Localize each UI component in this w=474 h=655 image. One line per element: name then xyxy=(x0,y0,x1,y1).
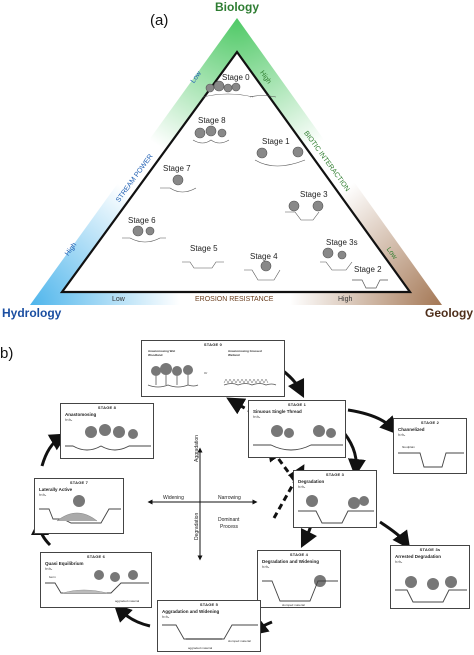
stage-4-title: STAGE 4 xyxy=(289,552,309,557)
stage-3-sketch xyxy=(285,200,324,221)
stage-0-title: STAGE 0 xyxy=(203,342,223,347)
stage-7-title: STAGE 7 xyxy=(69,480,89,485)
triangle-diagram xyxy=(30,18,442,305)
stage-5-note: slumped material xyxy=(228,639,251,643)
stage-2-sketch-b xyxy=(398,452,464,468)
stage-4-sub: h>hₒ xyxy=(262,565,270,569)
bottom-edge-high: High xyxy=(338,296,353,303)
stage-0-left-label: Anastomosing Wet Woodland xyxy=(148,349,176,357)
stage-6-sub: h<hₒ xyxy=(45,567,53,571)
stage-7-sketch xyxy=(160,174,197,193)
stage-5-sketch-b xyxy=(162,624,258,640)
stage-4-box: STAGE 4 Degradation and Widening h>hₒ sl… xyxy=(257,550,341,608)
stage-5-sketch xyxy=(182,261,224,269)
stage-7-sub: h<hₒ xyxy=(39,493,47,497)
stage-3s-sub: h>hₒ xyxy=(395,560,403,564)
stage-4-sketch xyxy=(244,260,281,281)
stage-7-box: STAGE 7 Laterally Active h<hₒ xyxy=(34,478,124,534)
stage-1-title: STAGE 1 xyxy=(287,402,307,407)
stage-3-title: STAGE 3 xyxy=(325,472,345,477)
stage-4-sketch-b xyxy=(262,575,338,602)
center-widening: Widening xyxy=(163,495,184,501)
stage-0-box: STAGE 0 Anastomosing Wet Woodland Or Ana… xyxy=(141,340,285,397)
stage-2-label: Stage 2 xyxy=(354,265,382,274)
stage-3s-name: Arrested Degradation xyxy=(395,554,442,559)
stage-5-label: Stage 5 xyxy=(190,244,218,253)
bottom-edge-title: EROSION RESISTANCE xyxy=(195,296,274,303)
stage-6-sketch xyxy=(122,225,166,243)
stage-5-title: STAGE 5 xyxy=(199,602,219,607)
stage-3-sketch-b xyxy=(298,495,374,524)
stage-5-sub: h≈hₒ xyxy=(162,615,170,619)
stage-2-sub: h>hₒ xyxy=(398,433,406,437)
stage-2-name: Channelized xyxy=(398,427,425,432)
stage-3-label: Stage 3 xyxy=(300,190,328,199)
stage-5-note2: aggraded material xyxy=(188,646,213,650)
stage-6-name: Quasi Equilibrium xyxy=(45,561,84,566)
stage-3s-sketch-b xyxy=(395,576,467,603)
center-process: Process xyxy=(220,524,239,530)
stage-8-box: STAGE 8 Anastomosing h<hₒ xyxy=(60,403,154,459)
corner-geology: Geology xyxy=(425,306,474,320)
stage-6-box: STAGE 6 Quasi Equilibrium h<hₒ berm aggr… xyxy=(40,552,152,608)
stage-6-title: STAGE 6 xyxy=(86,554,106,559)
stage-0-label: Stage 0 xyxy=(222,73,250,82)
stage-6-note: berm xyxy=(49,575,56,579)
stage-2-box: STAGE 2 Channelized h>hₒ floodplain xyxy=(393,418,467,474)
stage-3s-box: STAGE 3s Arrested Degradation h>hₒ xyxy=(390,545,470,609)
stage-4-note: slumped material xyxy=(282,603,305,607)
stage-3-sub: h>hₒ xyxy=(298,485,306,489)
stage-6-label: Stage 6 xyxy=(128,216,156,225)
stage-7-name: Laterally Active xyxy=(39,487,73,492)
stage-8-title: STAGE 8 xyxy=(97,405,117,410)
stage-4-name: Degradation and Widening xyxy=(262,559,319,564)
stage-2-note: floodplain xyxy=(402,445,415,449)
center-dominant: Dominant xyxy=(218,517,240,523)
stage-3s-sketch xyxy=(320,247,353,271)
stage-3s-label: Stage 3s xyxy=(326,238,358,247)
stage-1-sketch-b xyxy=(253,425,343,451)
center-narrowing: Narrowing xyxy=(218,495,241,501)
center-degradation: Degradation xyxy=(194,512,200,540)
panel-a-label: (a) xyxy=(150,12,169,29)
stage-2-title: STAGE 2 xyxy=(420,420,440,425)
stage-1-sub: h<hₒ xyxy=(253,415,261,419)
stage-0-sketch xyxy=(202,80,277,98)
stage-3-name: Degradation xyxy=(298,479,325,484)
center-aggradation: Aggradation xyxy=(194,435,200,462)
stage-8-sketch xyxy=(192,125,230,144)
stage-8-sketch-b xyxy=(65,424,151,451)
bottom-edge-low: Low xyxy=(112,296,125,303)
corner-hydrology: Hydrology xyxy=(2,306,62,320)
stage-0-or: Or xyxy=(204,371,208,375)
stage-6-sketch-b xyxy=(45,570,149,594)
stage-7-sketch-b xyxy=(39,495,121,524)
stage-4-label: Stage 4 xyxy=(250,252,278,261)
stage-5-name: Aggradation and Widening xyxy=(162,609,220,614)
stage-3s-title: STAGE 3s xyxy=(419,547,441,552)
panel-b-label: b) xyxy=(0,345,14,362)
stage-1-name: Sinuous Single Thread xyxy=(253,409,302,414)
stage-0-sketch-b xyxy=(147,363,277,388)
stage-7-label: Stage 7 xyxy=(163,164,191,173)
stage-8-name: Anastomosing xyxy=(65,412,97,417)
stage-5-box: STAGE 5 Aggradation and Widening h≈hₒ sl… xyxy=(157,600,261,652)
stage-8-sub: h<hₒ xyxy=(65,418,73,422)
stage-8-label: Stage 8 xyxy=(198,116,226,125)
stage-1-label: Stage 1 xyxy=(262,137,290,146)
stage-1-sketch xyxy=(254,146,306,167)
stage-3-box: STAGE 3 Degradation h>hₒ xyxy=(293,470,377,528)
stage-6-note2: aggraded material xyxy=(115,599,140,603)
stage-1-box: STAGE 1 Sinuous Single Thread h<hₒ xyxy=(248,400,346,458)
corner-biology: Biology xyxy=(215,0,259,14)
stage-0-right-label: Anastomosing Grassed Wetland xyxy=(228,349,262,357)
stage-2-sketch xyxy=(352,279,388,289)
